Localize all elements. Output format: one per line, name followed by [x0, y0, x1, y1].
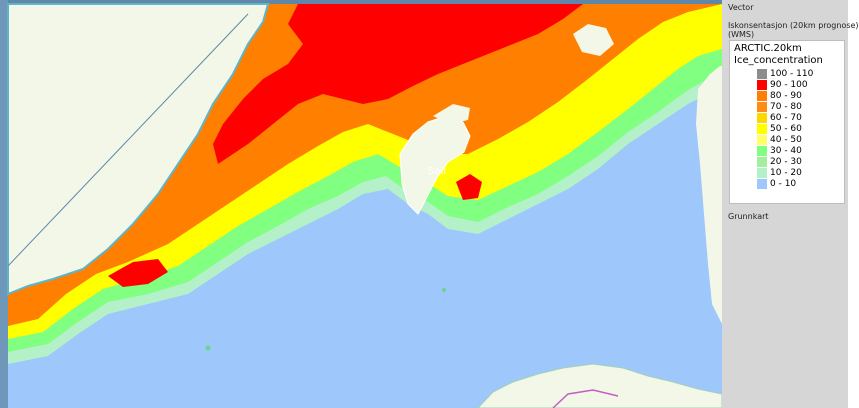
legend-item: 70 - 80	[757, 102, 802, 112]
legend-item: 80 - 90	[757, 91, 802, 101]
legend-swatch	[757, 80, 767, 90]
legend-item: 40 - 50	[757, 135, 802, 145]
layer-legend-panel: Vector Iskonsentasjon (20km prognose) (W…	[722, 0, 859, 408]
jan-mayen-island	[442, 288, 446, 292]
legend-item: 100 - 110	[757, 69, 813, 79]
small-island	[205, 345, 211, 351]
legend-item: 0 - 10	[757, 179, 796, 189]
legend-item: 30 - 40	[757, 146, 802, 156]
legend-label: 0 - 10	[770, 179, 797, 189]
legend-label: 70 - 80	[770, 102, 802, 112]
ice-band-90-100	[213, 4, 583, 164]
map-view[interactable]: Sail	[7, 3, 723, 408]
legend-swatch	[757, 69, 767, 79]
legend-label: 40 - 50	[770, 135, 802, 145]
legend-swatch	[757, 157, 767, 167]
legend-swatch	[757, 168, 767, 178]
window-left-border	[0, 0, 8, 408]
legend-label: 30 - 40	[770, 146, 802, 156]
legend-swatch	[757, 146, 767, 156]
franz-josef-land	[573, 24, 614, 56]
base-layer-label[interactable]: Grunnkart	[728, 212, 769, 221]
legend-label: 50 - 60	[770, 124, 802, 134]
svalbard-land	[399, 115, 471, 215]
map-canvas[interactable]: Sail	[7, 3, 723, 408]
legend-label: 60 - 70	[770, 113, 802, 123]
projection-boundary-line	[7, 13, 249, 267]
legend-swatch	[757, 102, 767, 112]
legend-swatch	[757, 91, 767, 101]
legend-swatch	[757, 113, 767, 123]
legend-subtitle: Ice_concentration	[734, 55, 823, 66]
novaya-zemlya-land	[696, 66, 722, 324]
legend-title: ARCTIC.20km	[734, 43, 802, 54]
legend-label: 80 - 90	[770, 91, 802, 101]
wms-layer-title[interactable]: Iskonsentasjon (20km prognose)	[728, 21, 859, 30]
wms-layer-subtitle: (WMS)	[728, 30, 755, 39]
ice-patch-red-east	[456, 174, 482, 200]
nordaustlandet-land	[433, 104, 470, 124]
border-line	[552, 389, 619, 408]
vector-layer-label[interactable]: Vector	[728, 3, 754, 12]
legend-item: 90 - 100	[757, 80, 808, 90]
map-place-label: Sail	[428, 166, 446, 177]
legend-item: 60 - 70	[757, 113, 802, 123]
greenland-land	[7, 3, 270, 296]
legend-item: 50 - 60	[757, 124, 802, 134]
legend-label: 10 - 20	[770, 168, 802, 178]
legend-swatch	[757, 179, 767, 189]
legend-label: 20 - 30	[770, 157, 802, 167]
legend-label: 100 - 110	[770, 69, 814, 79]
legend-label: 90 - 100	[770, 80, 808, 90]
legend-swatch	[757, 124, 767, 134]
legend-item: 20 - 30	[757, 157, 802, 167]
legend-swatch	[757, 135, 767, 145]
ice-patch-red-west	[108, 259, 168, 287]
legend-item: 10 - 20	[757, 168, 802, 178]
window-top-border	[0, 0, 848, 4]
legend-box: ARCTIC.20km Ice_concentration 100 - 110 …	[729, 40, 845, 204]
